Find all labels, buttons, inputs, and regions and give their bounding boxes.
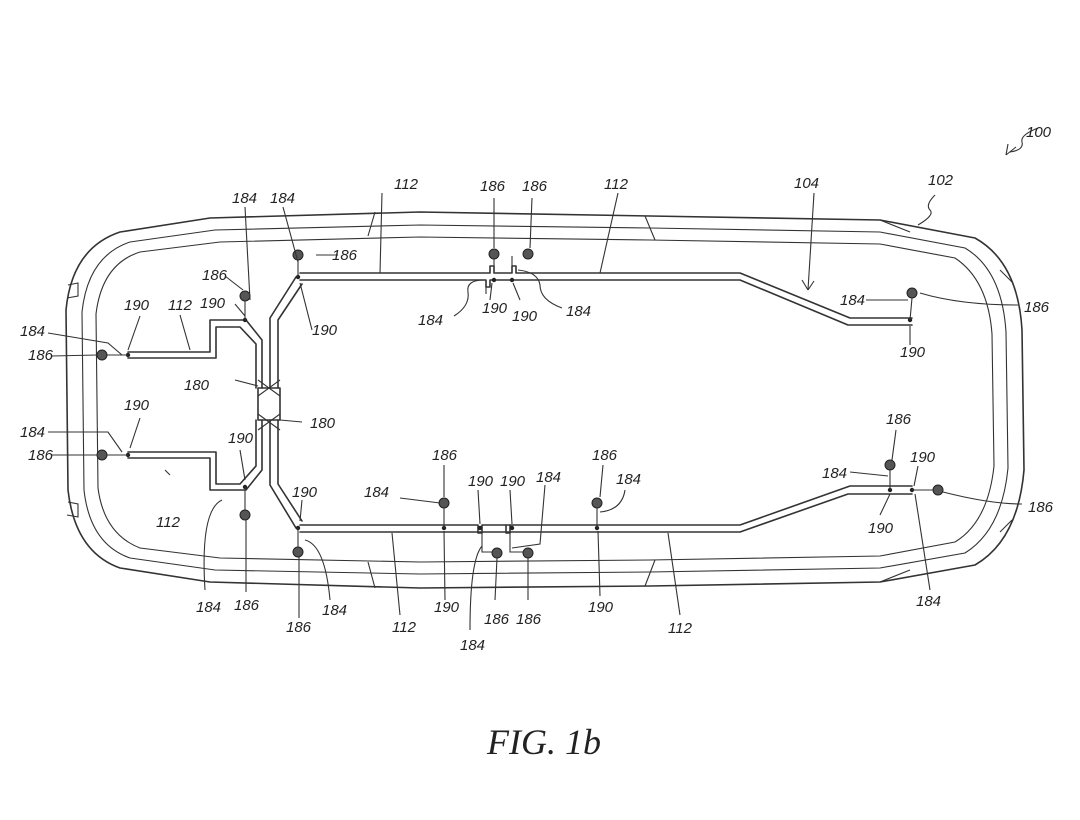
ref-label-186: 186: [522, 178, 548, 195]
ref-label-190: 190: [124, 397, 150, 414]
ref-label-190: 190: [512, 308, 538, 325]
ref-label-184: 184: [20, 323, 45, 340]
sensor-group: [96, 248, 944, 559]
ref-label-184: 184: [270, 190, 295, 207]
ref-label-184: 184: [364, 484, 389, 501]
ref-label-190: 190: [910, 449, 936, 466]
ref-label-112: 112: [668, 620, 693, 637]
sensor-node: [522, 547, 534, 559]
ref-label-184: 184: [822, 465, 847, 482]
ref-label-190: 190: [124, 297, 150, 314]
ref-label-184: 184: [840, 292, 865, 309]
figure-caption: FIG. 1b: [486, 722, 601, 762]
sensor-node: [292, 546, 304, 558]
ref-label-186: 186: [1024, 299, 1050, 316]
ref-label-184: 184: [232, 190, 257, 207]
connector-dot: [509, 277, 515, 283]
ref-label-184: 184: [460, 637, 485, 654]
ref-label-190: 190: [312, 322, 338, 339]
sensor-node: [491, 547, 503, 559]
ref-label-180: 180: [310, 415, 336, 432]
ref-label-190: 190: [292, 484, 318, 501]
ref-label-186: 186: [432, 447, 458, 464]
ref-label-186: 186: [28, 347, 54, 364]
vehicle-body-outline: [65, 211, 1025, 589]
ref-label-190: 190: [434, 599, 460, 616]
ref-label-102: 102: [928, 172, 954, 189]
ref-label-186: 186: [886, 411, 912, 428]
sensor-node: [96, 349, 108, 361]
ref-label-184: 184: [418, 312, 443, 329]
ref-label-190: 190: [482, 300, 508, 317]
ref-label-112: 112: [604, 176, 629, 193]
sensor-node: [522, 248, 534, 260]
ref-label-184: 184: [616, 471, 641, 488]
ref-label-186: 186: [202, 267, 228, 284]
ref-label-186: 186: [484, 611, 510, 628]
sensor-node: [591, 497, 603, 509]
sensor-node: [906, 287, 918, 299]
ref-label-112: 112: [156, 514, 181, 531]
ref-label-186: 186: [516, 611, 542, 628]
connector-dot: [509, 525, 515, 531]
ref-label-112: 112: [168, 297, 193, 314]
connector-dot: [477, 525, 483, 531]
ref-label-190: 190: [900, 344, 926, 361]
ref-label-184: 184: [536, 469, 561, 486]
sensor-node: [488, 248, 500, 260]
sensor-node: [239, 509, 251, 521]
ref-label-100: 100: [1026, 124, 1052, 141]
ref-label-184: 184: [916, 593, 941, 610]
ref-label-190: 190: [468, 473, 494, 490]
reference-labels: 100 102 104 112 186 186 112 184 184 186 …: [20, 124, 1054, 654]
ref-label-186: 186: [28, 447, 54, 464]
ref-label-190: 190: [868, 520, 894, 537]
ref-label-112: 112: [392, 619, 417, 636]
sensor-node: [96, 449, 108, 461]
ref-label-186: 186: [234, 597, 260, 614]
harness-network: [127, 256, 913, 553]
sensor-node: [932, 484, 944, 496]
ref-label-186: 186: [286, 619, 312, 636]
ref-label-186: 186: [592, 447, 618, 464]
ref-label-186: 186: [1028, 499, 1054, 516]
ref-label-186: 186: [332, 247, 358, 264]
ref-label-190: 190: [200, 295, 226, 312]
ref-label-184: 184: [20, 424, 45, 441]
ref-label-190: 190: [228, 430, 254, 447]
ref-label-104: 104: [794, 175, 819, 192]
sensor-node: [438, 497, 450, 509]
ref-label-186: 186: [480, 178, 506, 195]
ref-label-184: 184: [196, 599, 221, 616]
ref-label-184: 184: [322, 602, 347, 619]
ref-label-190: 190: [588, 599, 614, 616]
ref-label-184: 184: [566, 303, 591, 320]
ref-label-112: 112: [394, 176, 419, 193]
sensor-node: [239, 290, 251, 302]
sensor-node: [292, 249, 304, 261]
sensor-node: [884, 459, 896, 471]
connector-dot: [491, 277, 497, 283]
ref-label-190: 190: [500, 473, 526, 490]
ref-label-180: 180: [184, 377, 210, 394]
